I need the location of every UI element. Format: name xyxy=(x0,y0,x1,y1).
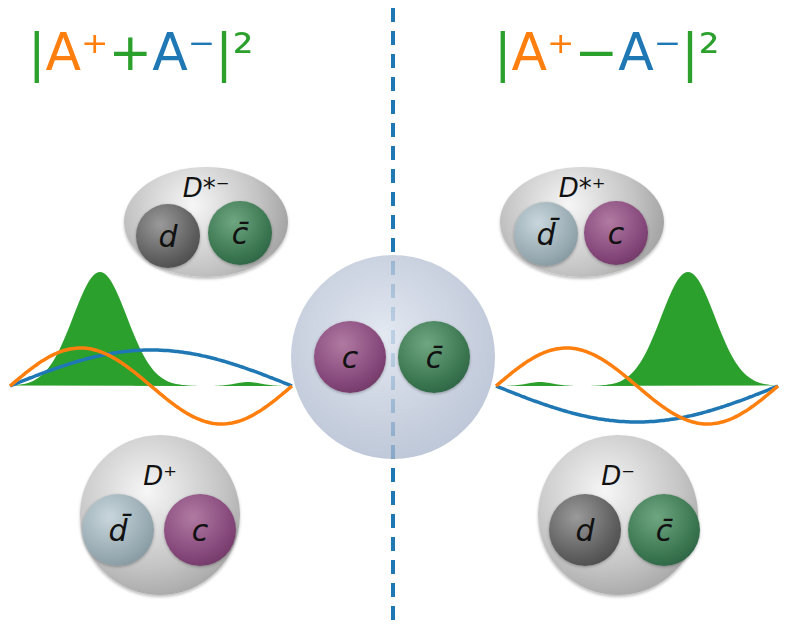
meson-name: D⁻ xyxy=(538,461,698,491)
formula-part: − xyxy=(575,22,619,82)
quark-ball: c xyxy=(164,494,236,566)
quark-ball: d̄ xyxy=(82,494,154,566)
formula-part: | xyxy=(28,22,46,82)
quark-name: d xyxy=(575,513,594,548)
quark-ball: d̄ xyxy=(514,202,578,266)
meson-shape: D⁻ d c̄ xyxy=(538,435,698,595)
quark-name: d̄ xyxy=(108,513,127,548)
formula-part: A⁺ xyxy=(46,22,109,82)
quark-ball: c̄ xyxy=(208,201,272,265)
quark-name: c̄ xyxy=(232,216,249,251)
meson-shape: D*⁻ d c̄ xyxy=(124,167,288,277)
quark-name: d xyxy=(158,219,177,254)
quark-ball: c̄ xyxy=(628,494,700,566)
wave-amplitude xyxy=(10,348,292,424)
probability-density xyxy=(496,272,778,386)
amplitude-formula: |A⁺+A⁻|² xyxy=(28,22,254,82)
formula-part: |² xyxy=(215,22,253,82)
quark-ball: c xyxy=(314,321,386,393)
meson-shape: D⁺ d̄ c xyxy=(80,435,240,595)
quark-name: c̄ xyxy=(426,340,443,375)
meson-name: D⁺ xyxy=(80,461,240,491)
quark-name: c̄ xyxy=(656,513,673,548)
quark-name: d̄ xyxy=(536,217,555,252)
quark-name: c xyxy=(192,513,209,548)
formula-part: A⁻ xyxy=(618,22,681,82)
quark-name: c xyxy=(342,340,359,375)
meson-name: D*⁺ xyxy=(500,173,664,203)
quark-ball: c xyxy=(584,201,648,265)
amplitude-formula: |A⁺−A⁻|² xyxy=(494,22,720,82)
quark-ball: d xyxy=(136,204,200,268)
probability-density xyxy=(10,272,292,386)
formula-part: + xyxy=(109,22,153,82)
meson-name: D*⁻ xyxy=(124,173,288,203)
quark-ball: c̄ xyxy=(398,321,470,393)
charmonium-sphere xyxy=(291,255,495,459)
formula-part: A⁻ xyxy=(152,22,215,82)
wave-amplitude xyxy=(496,348,778,424)
quark-ball: d xyxy=(549,494,621,566)
quark-name: c xyxy=(608,216,625,251)
formula-part: |² xyxy=(681,22,719,82)
meson-shape: D*⁺ d̄ c xyxy=(500,167,664,277)
formula-part: A⁺ xyxy=(512,22,575,82)
formula-part: | xyxy=(494,22,512,82)
